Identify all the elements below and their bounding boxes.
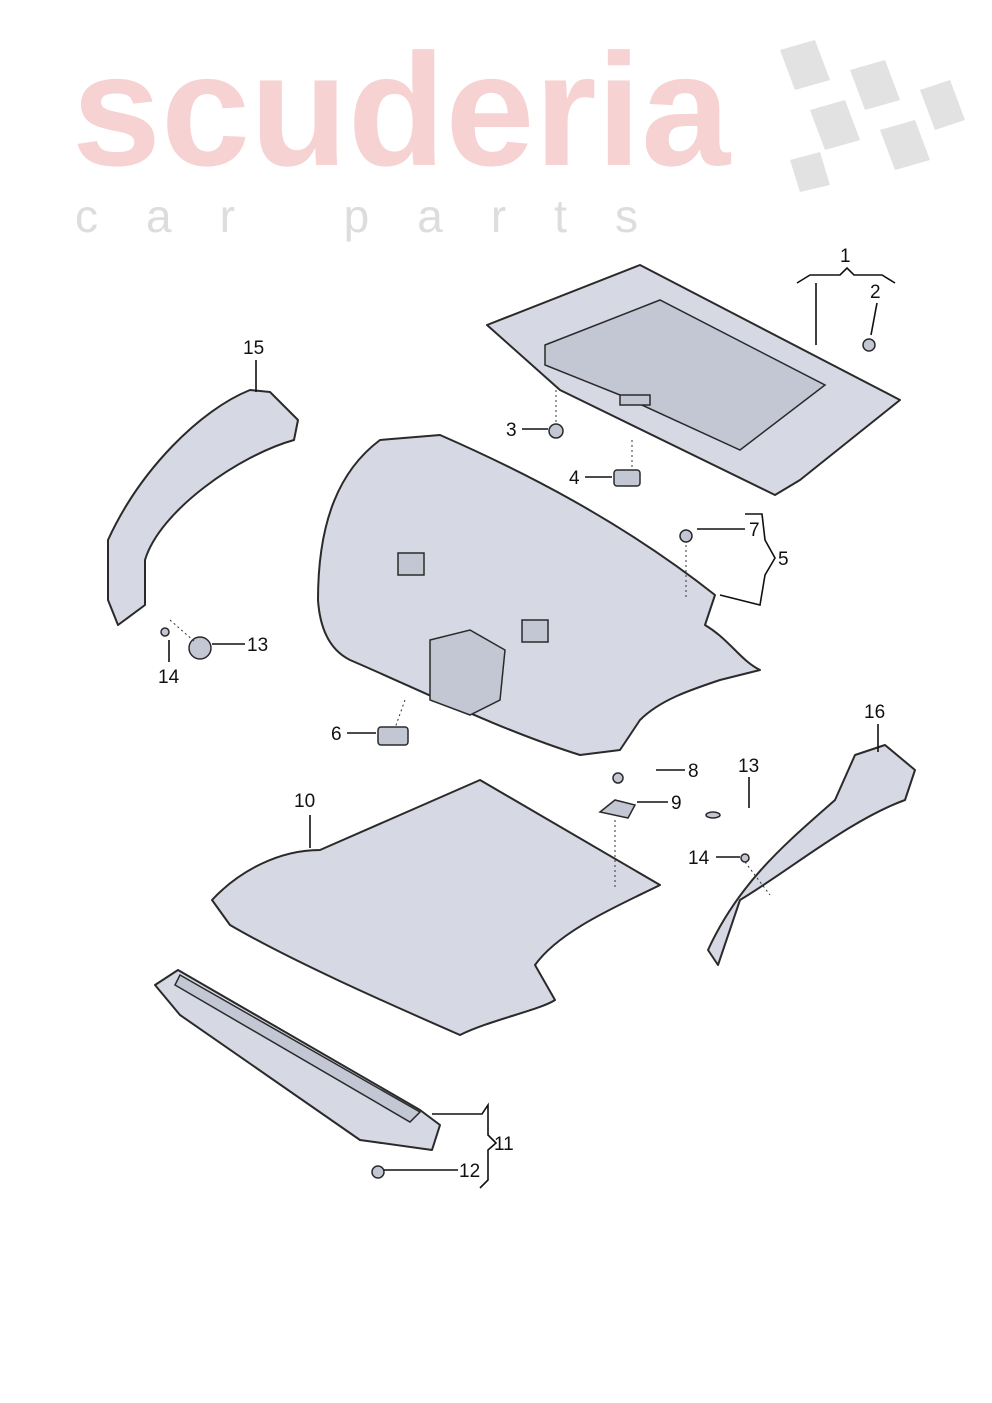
part-12-clip bbox=[371, 1165, 385, 1179]
leader-lines bbox=[168, 266, 896, 1189]
part-3-clip bbox=[548, 423, 564, 439]
callout-8: 8 bbox=[688, 761, 699, 782]
part-10-floor-mat bbox=[211, 779, 661, 1036]
part-16-trim bbox=[707, 744, 916, 966]
callout-3: 3 bbox=[506, 420, 517, 441]
callout-14-right: 14 bbox=[688, 848, 710, 869]
part-15-trim bbox=[107, 389, 299, 626]
callout-16: 16 bbox=[864, 702, 885, 723]
callout-1: 1 bbox=[840, 246, 851, 267]
part-14-clip-right bbox=[740, 853, 750, 863]
part-13-plug-left bbox=[188, 636, 212, 660]
part-11-sill-trim bbox=[154, 969, 441, 1151]
callout-14-left: 14 bbox=[158, 667, 180, 688]
callout-7: 7 bbox=[749, 520, 760, 541]
callout-6: 6 bbox=[331, 724, 342, 745]
callout-13-left: 13 bbox=[247, 635, 268, 656]
part-1-shelf bbox=[486, 264, 901, 496]
part-13-plug-right bbox=[705, 811, 721, 819]
part-9-cover bbox=[598, 799, 637, 819]
callout-4: 4 bbox=[569, 468, 580, 489]
part-14-clip-left bbox=[160, 627, 170, 637]
callout-5: 5 bbox=[778, 549, 789, 570]
callout-9: 9 bbox=[671, 793, 682, 814]
callout-10: 10 bbox=[294, 791, 315, 812]
part-4-clip bbox=[613, 469, 641, 487]
watermark: scuderia car parts bbox=[72, 20, 965, 242]
callout-13-right: 13 bbox=[738, 756, 759, 777]
part-6-clip bbox=[377, 726, 409, 746]
part-7-clip bbox=[679, 529, 693, 543]
callout-12: 12 bbox=[459, 1161, 480, 1182]
part-2-clip bbox=[862, 338, 876, 352]
watermark-brand: scuderia bbox=[72, 20, 731, 199]
part-8-screw bbox=[612, 772, 624, 784]
callout-2: 2 bbox=[870, 282, 881, 303]
callout-labels: 1 2 3 4 5 7 6 8 9 10 11 12 13 14 13 14 1… bbox=[158, 246, 885, 1182]
callout-15: 15 bbox=[243, 338, 264, 359]
callout-11: 11 bbox=[494, 1134, 514, 1155]
checkered-flag bbox=[780, 40, 965, 192]
watermark-sub: car parts bbox=[75, 190, 686, 242]
part-5-lid-trim bbox=[317, 434, 761, 756]
